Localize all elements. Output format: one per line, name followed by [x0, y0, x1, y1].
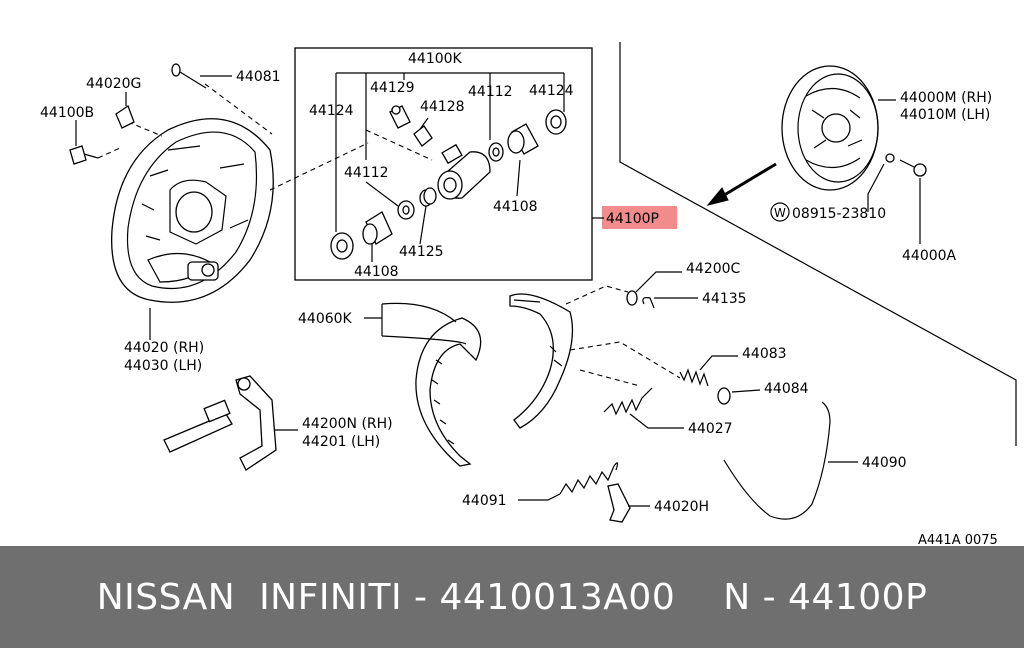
boot-left — [362, 211, 393, 245]
hold-down-pin — [171, 63, 207, 89]
cup-right — [488, 142, 504, 162]
label-44108-right: 44108 — [493, 199, 538, 215]
label-08915-23810: 08915-23810 — [792, 206, 886, 222]
label-44100P: 44100P — [606, 211, 659, 227]
label-44200N-rh: 44200N (RH) — [302, 416, 393, 432]
brake-assembly — [781, 65, 879, 191]
boot-right — [507, 123, 539, 155]
label-44201-lh: 44201 (LH) — [302, 434, 380, 450]
label-44060K: 44060K — [298, 311, 353, 327]
spring-cup — [717, 387, 731, 405]
retainer-clip — [626, 290, 638, 306]
label-44135: 44135 — [702, 291, 747, 307]
bleeder-screw — [389, 105, 411, 129]
label-44084: 44084 — [764, 381, 809, 397]
label-44128: 44128 — [420, 99, 465, 115]
brake-shoe — [509, 293, 574, 429]
piston-left — [330, 232, 354, 260]
cup-left — [397, 200, 415, 220]
adjuster-spring — [603, 387, 653, 416]
label-44112-top: 44112 — [468, 84, 513, 100]
wheel-cylinder-body — [437, 143, 491, 200]
label-44030-lh: 44030 (LH) — [124, 358, 202, 374]
label-44000A: 44000A — [902, 248, 957, 264]
parking-lever — [163, 375, 277, 471]
bleeder-bolt — [69, 145, 99, 165]
label-44020H: 44020H — [654, 499, 709, 515]
parts-diagram: 44100K 44124 44129 44128 44112 44124 441… — [40, 42, 1017, 546]
kit-box — [294, 47, 593, 281]
bleeder-cap — [413, 125, 433, 147]
diagram-code: A441A 0075 — [918, 533, 998, 546]
retainer-bracket — [607, 483, 631, 523]
adjuster-clip — [642, 297, 655, 309]
label-44112-mid: 44112 — [344, 165, 389, 181]
label-44027: 44027 — [688, 421, 733, 437]
brand-part-number: NISSAN INFINITI - 4410013A00 — [96, 576, 676, 618]
label-44081: 44081 — [236, 69, 281, 85]
label-44200C: 44200C — [686, 261, 741, 277]
label-44000M-rh: 44000M (RH) — [900, 90, 992, 106]
label-44108-bottom: 44108 — [354, 264, 399, 280]
label-44020G: 44020G — [86, 76, 141, 92]
label-44020-rh: 44020 (RH) — [124, 340, 204, 356]
back-plate — [111, 118, 274, 303]
piston-right — [545, 109, 567, 135]
part-number-banner: NISSAN INFINITI - 4410013A00 N - 44100P — [0, 546, 1024, 648]
brake-shoe-lining — [415, 317, 482, 467]
spring — [419, 187, 437, 207]
shoe-spring — [559, 462, 619, 495]
label-44124-left: 44124 — [309, 103, 354, 119]
return-spring — [679, 368, 709, 387]
washer-mark-w — [770, 202, 790, 222]
spring-wire — [723, 401, 831, 520]
label-44090: 44090 — [862, 455, 907, 471]
lock-washer — [885, 153, 895, 163]
plug — [115, 105, 135, 129]
label-44100B: 44100B — [40, 105, 94, 121]
label-44010M-lh: 44010M (LH) — [900, 107, 990, 123]
label-44091: 44091 — [462, 493, 507, 509]
label-44125: 44125 — [399, 244, 444, 260]
mounting-bolt — [899, 159, 927, 177]
label-08915-prefix: W — [774, 206, 786, 220]
label-44083: 44083 — [742, 346, 787, 362]
diagram-reference: N - 44100P — [723, 576, 928, 618]
highlight-44100P — [602, 206, 677, 229]
label-44100K: 44100K — [408, 51, 463, 67]
label-44129: 44129 — [370, 80, 415, 96]
label-44124-right: 44124 — [529, 83, 574, 99]
